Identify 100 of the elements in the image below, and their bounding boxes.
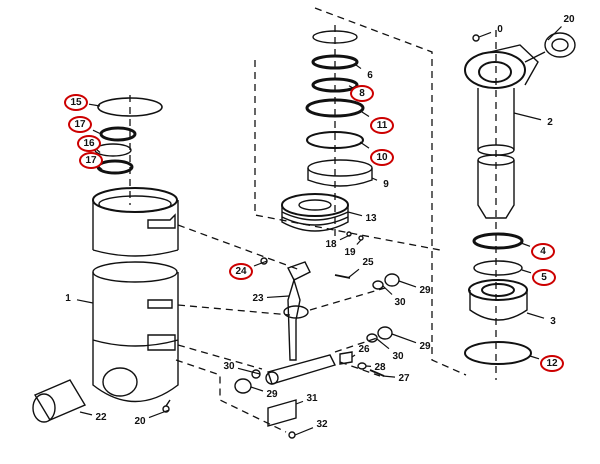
callout-number: 29: [417, 284, 433, 296]
callout-number: 8: [350, 84, 374, 102]
washer: [357, 362, 367, 370]
callout-number: 19: [342, 246, 358, 258]
wiper-seal: [472, 232, 524, 250]
bracket: [339, 351, 353, 365]
leader-line: [340, 234, 350, 240]
set-screw: [358, 235, 364, 241]
callout-number: 20: [561, 12, 577, 26]
leader-line: [238, 368, 260, 375]
leader-line: [88, 104, 100, 107]
set-screw: [346, 231, 352, 237]
callout-number: 16: [77, 134, 101, 152]
o-ring: [473, 260, 523, 276]
leader-line: [76, 299, 94, 304]
callout-number: 5: [532, 268, 556, 286]
leader-line: [376, 338, 390, 350]
o-ring: [306, 131, 364, 149]
nut: [234, 378, 252, 394]
leader-line: [148, 409, 170, 418]
bushing: [307, 159, 373, 187]
leader-line: [92, 130, 102, 135]
leader-line: [366, 365, 372, 367]
backup-ring: [94, 143, 132, 157]
piston-rod-drawing: [464, 44, 539, 219]
piston-drawing: [281, 193, 349, 232]
callout-number: 29: [264, 388, 280, 400]
bolt: [334, 274, 350, 279]
callout-number: 31: [304, 392, 320, 404]
callout-number: 23: [250, 292, 266, 304]
seal-ring: [312, 78, 358, 92]
callout-number: 1: [60, 292, 76, 304]
callout-number: 24: [229, 262, 253, 280]
callout-number: 29: [417, 340, 433, 352]
callout-number: 9: [378, 178, 394, 190]
leader-line: [356, 64, 362, 70]
leader-line: [398, 280, 416, 288]
leader-line: [80, 411, 92, 416]
seal-ring: [306, 98, 364, 118]
leader-line: [392, 333, 416, 344]
lever-arm-drawing: [265, 261, 336, 385]
leader-line: [352, 354, 356, 358]
leader-line: [382, 286, 392, 295]
callout-number: 27: [396, 372, 412, 384]
leader-line: [382, 375, 396, 378]
gland-head-drawing: [468, 279, 528, 321]
washer: [366, 333, 378, 343]
leader-line: [478, 32, 492, 38]
callout-number: 13: [363, 212, 379, 224]
leader-line: [356, 240, 362, 245]
callout-number: 20: [132, 414, 148, 428]
callout-number: 17: [68, 116, 92, 132]
callout-number: 25: [360, 256, 376, 268]
leader-line: [296, 400, 304, 405]
seal-ring: [97, 97, 163, 117]
o-ring: [96, 160, 134, 174]
seal-ring: [312, 54, 358, 70]
plate: [267, 399, 297, 427]
callout-number: 3: [545, 314, 561, 328]
callout-number: 18: [323, 238, 339, 250]
callout-number: 30: [390, 350, 406, 362]
leader-line: [360, 142, 370, 149]
callout-number: 30: [392, 296, 408, 308]
callout-number: 4: [531, 242, 555, 260]
washer: [372, 280, 384, 290]
leader-line: [520, 242, 530, 247]
leader-line: [254, 260, 268, 267]
leader-line: [548, 26, 562, 40]
callout-number: 22: [93, 410, 109, 424]
leader-line: [372, 177, 378, 181]
callout-number: 12: [540, 354, 564, 372]
callout-number: 32: [314, 418, 330, 430]
callout-number: 6: [362, 68, 378, 82]
pipe-fitting: [32, 379, 86, 423]
leader-line: [522, 269, 532, 274]
leader-line: [530, 355, 540, 360]
callout-number: 30: [221, 360, 237, 372]
callout-number: 10: [370, 148, 394, 166]
washer: [251, 369, 261, 379]
callout-number: 17: [79, 152, 103, 168]
callout-number: 26: [356, 342, 372, 356]
pin-bushing: [524, 32, 576, 63]
grease-nipple: [472, 34, 480, 42]
callout-number: 0: [492, 22, 508, 36]
o-ring: [464, 341, 532, 365]
leader-line: [514, 112, 542, 120]
callout-number: 28: [372, 360, 388, 374]
leader-line: [526, 312, 544, 319]
pin: [162, 400, 171, 413]
leader-line: [294, 427, 314, 436]
bolt: [370, 369, 384, 377]
leader-line: [266, 295, 290, 298]
nut: [384, 273, 400, 287]
callout-number: 15: [64, 94, 88, 110]
leader-line: [348, 268, 360, 278]
callout-number: 11: [370, 116, 394, 134]
seal-ring: [312, 30, 358, 44]
washer: [260, 257, 268, 265]
leader-line: [250, 386, 264, 392]
nut: [377, 326, 393, 340]
